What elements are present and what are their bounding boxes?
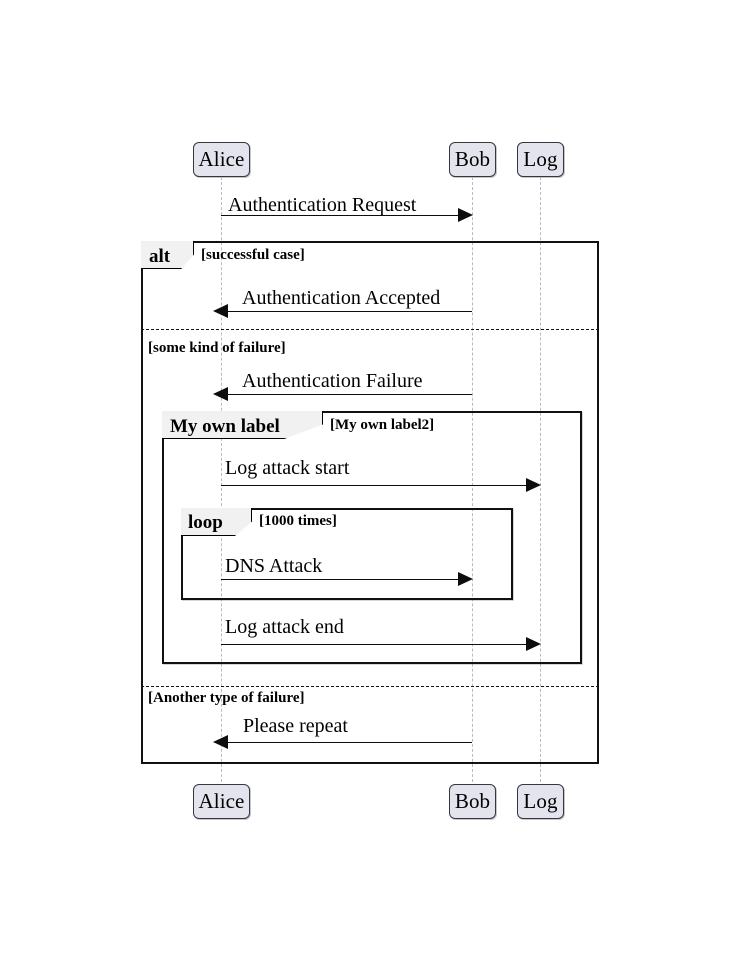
fragment-my-own-label-operator-tag [162, 411, 323, 439]
message-label-log-attack-end: Log attack end [225, 616, 344, 638]
fragment-my-own-label-guard: [My own label2] [330, 417, 435, 433]
fragment-loop [181, 508, 513, 600]
fragment-alt-operator-tag [141, 241, 194, 269]
participant-log-top[interactable]: Log [517, 142, 564, 177]
fragment-alt [141, 241, 599, 764]
message-line-log-attack-start [221, 485, 533, 486]
message-label-dns-attack: DNS Attack [225, 555, 323, 577]
fragment-alt-guard: [successful case] [201, 247, 305, 263]
message-line-please-repeat [228, 742, 472, 743]
message-line-authentication-accepted [228, 311, 472, 312]
message-arrowhead-dns-attack [458, 572, 473, 586]
message-label-please-repeat: Please repeat [243, 715, 348, 737]
fragment-alt-divider-2 [141, 686, 599, 687]
message-arrowhead-please-repeat [213, 735, 228, 749]
lifeline-alice [221, 177, 222, 782]
message-line-log-attack-end [221, 644, 533, 645]
message-label-log-attack-start: Log attack start [225, 457, 350, 479]
lifeline-bob [472, 177, 473, 782]
fragment-alt-divider-1-guard: [some kind of failure] [148, 340, 286, 356]
fragment-alt-divider-1 [141, 329, 599, 330]
fragment-alt-operator-label: alt [149, 246, 171, 267]
participant-log-bottom[interactable]: Log [517, 784, 564, 819]
message-arrowhead-authentication-request [458, 208, 473, 222]
participant-alice-bottom[interactable]: Alice [193, 784, 250, 819]
participant-bob-top[interactable]: Bob [449, 142, 496, 177]
fragment-my-own-label [162, 411, 582, 664]
message-arrowhead-log-attack-end [526, 637, 541, 651]
message-arrowhead-log-attack-start [526, 478, 541, 492]
message-line-dns-attack [221, 579, 465, 580]
participant-alice-top[interactable]: Alice [193, 142, 250, 177]
fragment-my-own-label-operator-label: My own label [170, 416, 280, 437]
message-line-authentication-request [221, 215, 465, 216]
fragment-alt-divider-2-guard: [Another type of failure] [148, 690, 305, 706]
message-label-authentication-request: Authentication Request [228, 194, 417, 216]
fragment-loop-operator-tag [181, 508, 252, 536]
message-line-authentication-failure [228, 394, 472, 395]
message-arrowhead-authentication-failure [213, 387, 228, 401]
message-label-authentication-failure: Authentication Failure [242, 370, 423, 392]
fragment-loop-guard: [1000 times] [259, 513, 337, 529]
message-label-authentication-accepted: Authentication Accepted [242, 287, 441, 309]
fragment-loop-operator-label: loop [188, 512, 223, 533]
message-arrowhead-authentication-accepted [213, 304, 228, 318]
participant-bob-bottom[interactable]: Bob [449, 784, 496, 819]
